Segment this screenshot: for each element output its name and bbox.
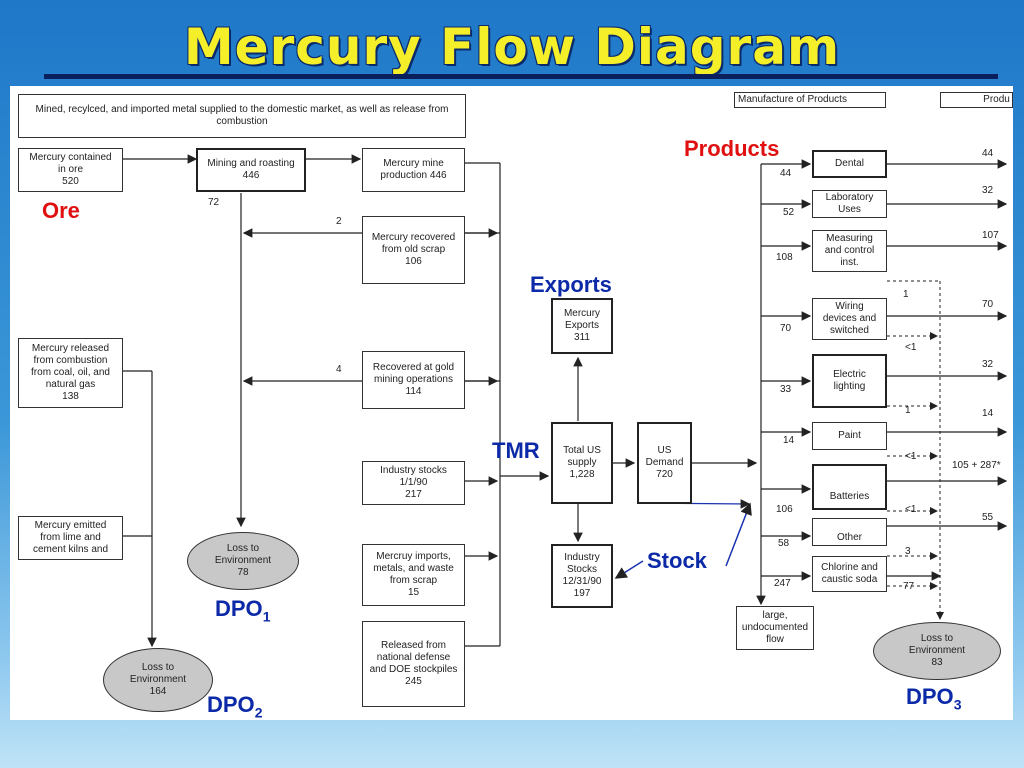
exports-label: Exports	[530, 272, 612, 297]
product-laboratory: Laboratory Uses	[812, 190, 887, 218]
lab-out-value: 32	[982, 185, 994, 196]
combustion-box: Mercury released from combustion from co…	[18, 338, 123, 408]
total-supply-box: Total US supply 1,228	[551, 422, 613, 504]
produ-label: Produ	[940, 92, 1013, 108]
product-wiring: Wiring devices and switched	[812, 298, 887, 340]
header-box: Mined, recylced, and imported metal supp…	[18, 94, 466, 138]
product-electric-lighting: Electric lighting	[812, 354, 887, 408]
other-in-value: 58	[778, 538, 790, 549]
lighting-out-value: 32	[982, 359, 994, 370]
diagram-canvas: Mined, recylced, and imported metal supp…	[10, 86, 1013, 720]
ore-label: Ore	[42, 198, 80, 223]
measuring-in-value: 108	[776, 252, 793, 263]
defense-box: Released from national defense and DOE s…	[362, 621, 465, 707]
loss-to-environment-1: Loss to Environment 78	[187, 532, 299, 590]
product-batteries: Batteries	[812, 464, 887, 510]
product-chlorine: Chlorine and caustic soda	[812, 556, 887, 592]
product-other: Other	[812, 518, 887, 546]
manufacture-of-products-label: Manufacture of Products	[734, 92, 886, 108]
industry-stocks-end-box: Industry Stocks 12/31/90 197	[551, 544, 613, 608]
side-value-1: 1	[903, 289, 909, 300]
chlorine-out-value: 77	[903, 581, 915, 592]
product-dental: Dental	[812, 150, 887, 178]
imports-box: Mercruy imports, metals, and waste from …	[362, 544, 465, 606]
lighting-in-value: 33	[780, 384, 792, 395]
stock-label: Stock	[647, 548, 707, 573]
side-value-3: 1	[905, 405, 911, 416]
dpo3-label: DPO3	[906, 684, 962, 713]
product-paint: Paint	[812, 422, 887, 450]
scrap-left-value: 2	[336, 216, 342, 227]
kilns-box: Mercury emitted from lime and cement kil…	[18, 516, 123, 560]
side-value-6: 3	[905, 546, 911, 557]
batteries-in-value: 106	[776, 504, 793, 515]
paint-in-value: 14	[783, 435, 795, 446]
chlorine-in-value: 247	[774, 578, 791, 589]
other-out-value: 55	[982, 512, 994, 523]
dpo2-label: DPO2	[207, 692, 263, 721]
loss-to-environment-3: Loss to Environment 83	[873, 622, 1001, 680]
mine-production-box: Mercury mine production 446	[362, 148, 465, 192]
us-demand-box: US Demand 720	[637, 422, 692, 504]
large-undocumented-flow-box: large, undocumented flow	[736, 606, 814, 650]
old-scrap-box: Mercury recovered from old scrap 106	[362, 216, 465, 284]
product-measuring: Measuring and control inst.	[812, 230, 887, 272]
measuring-out-value: 107	[982, 230, 999, 241]
batteries-out-value: 105 + 287*	[952, 460, 1001, 471]
side-value-5: <1	[905, 504, 917, 515]
tmr-label: TMR	[492, 438, 540, 463]
dental-out-value: 44	[982, 148, 994, 159]
title-underline	[44, 74, 998, 79]
gold-mining-box: Recovered at gold mining operations 114	[362, 351, 465, 409]
industry-stocks-start-box: Industry stocks 1/1/90 217	[362, 461, 465, 505]
side-value-2: <1	[905, 342, 917, 353]
lab-in-value: 52	[783, 207, 795, 218]
page-title: Mercury Flow Diagram	[183, 18, 841, 76]
exports-box: Mercury Exports 311	[551, 298, 613, 354]
loss-to-environment-2: Loss to Environment 164	[103, 648, 213, 712]
wiring-in-value: 70	[780, 323, 792, 334]
products-label: Products	[684, 136, 780, 161]
dental-in-value: 44	[780, 168, 792, 179]
wiring-out-value: 70	[982, 299, 994, 310]
side-value-4: <1	[905, 451, 917, 462]
dpo1-label: DPO1	[215, 596, 271, 625]
gold-left-value: 4	[336, 364, 342, 375]
mining-roasting-box: Mining and roasting 446	[196, 148, 306, 192]
ore-box: Mercury contained in ore 520	[18, 148, 123, 192]
ore-loss-value: 72	[208, 197, 220, 208]
paint-out-value: 14	[982, 408, 994, 419]
